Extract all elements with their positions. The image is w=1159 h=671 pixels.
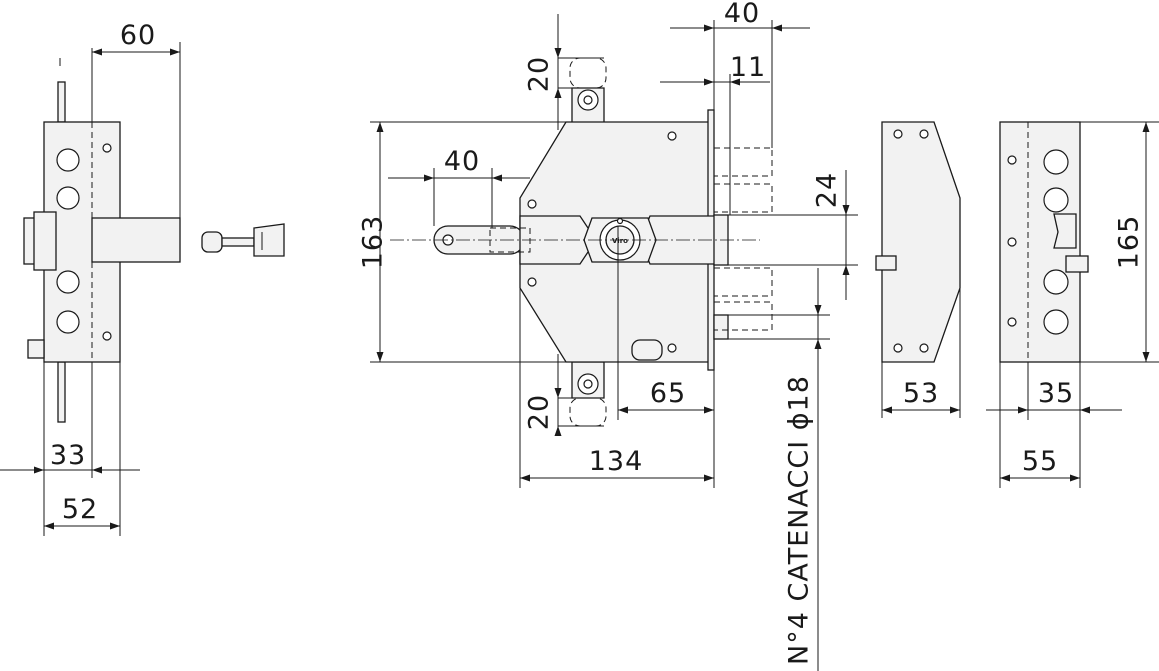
dim-handle-offset: 40 — [444, 146, 480, 177]
side-bolt — [91, 217, 181, 263]
dim-lug-bottom: 20 — [524, 394, 555, 430]
dim-backset: 65 — [650, 378, 686, 409]
dim-strike-width: 55 — [1022, 446, 1058, 477]
dim-side-width: 52 — [62, 494, 98, 525]
side-view: 60 33 52 — [0, 20, 285, 536]
dim-bolt-throw: 40 — [724, 0, 760, 29]
dim-lug-top: 20 — [524, 56, 555, 92]
front-view: Viro 163 40 — [358, 0, 858, 671]
dim-lock-height: 163 — [358, 215, 389, 270]
dim-bolts-note: N°4 CATENACCI ϕ18 — [784, 375, 815, 665]
dim-side-backset: 33 — [50, 440, 86, 471]
dim-strike-inner: 35 — [1038, 378, 1074, 409]
dim-bolt-spacing: 24 — [812, 172, 843, 208]
dim-strike-height: 165 — [1114, 215, 1145, 270]
key-icon — [201, 223, 285, 257]
dim-front-offset: 11 — [730, 52, 766, 83]
dim-lock-width: 134 — [589, 446, 644, 477]
brand-label: Viro — [612, 237, 628, 245]
dim-side-depth-total: 60 — [120, 20, 156, 51]
keeper-view: 53 — [875, 121, 961, 418]
dim-keeper-width: 53 — [903, 378, 939, 409]
keeper-plate — [881, 121, 961, 363]
strike-view: 165 35 55 — [986, 121, 1159, 488]
